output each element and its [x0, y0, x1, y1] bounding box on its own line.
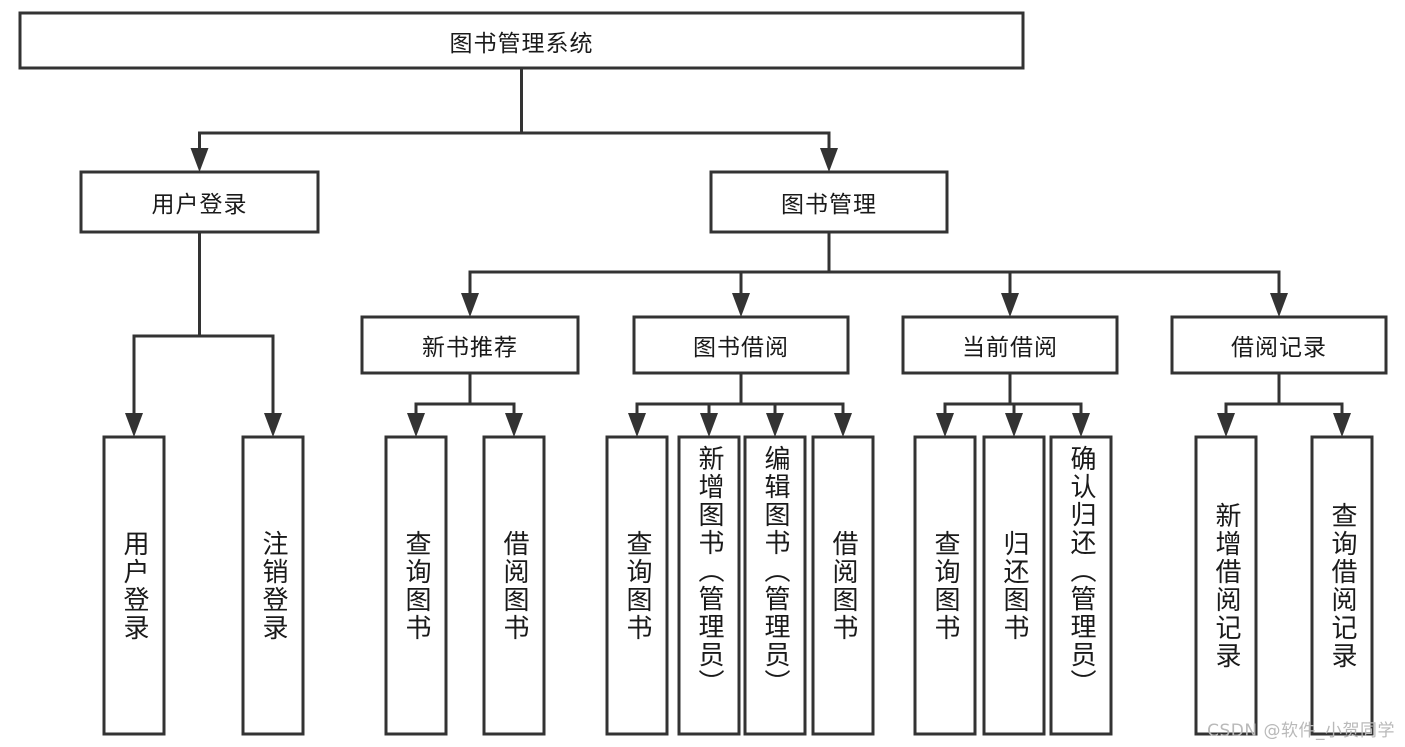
branch-user-login-arrow-1	[264, 413, 282, 437]
branch-user-login-arrow-0	[125, 413, 143, 437]
branch-current-borrow-arrow-2	[1072, 413, 1090, 437]
node-leaf-leaf-user-login[interactable]	[102, 435, 166, 736]
node-root-root[interactable]	[18, 11, 1025, 70]
branch-current-borrow-arrow-0	[936, 413, 954, 437]
branch-book-borrow-arrow-0	[628, 413, 646, 437]
node-leaf-leaf-add-borrow-record[interactable]	[1194, 435, 1258, 736]
node-leaf-leaf-query-book-recommend[interactable]	[384, 435, 448, 736]
node-leaf-leaf-logout-login[interactable]	[241, 435, 305, 736]
node-leaf-leaf-confirm-return-admin[interactable]	[1049, 435, 1113, 736]
node-level2-user-login[interactable]	[79, 170, 320, 234]
branch-borrow-record-arrow-1	[1333, 413, 1351, 437]
branch-book-management-arrow-1	[732, 293, 750, 317]
branch-borrow-record-arrow-0	[1217, 413, 1235, 437]
branch-current-borrow-arrow-1	[1005, 413, 1023, 437]
node-level2-book-management[interactable]	[709, 170, 949, 234]
node-leaf-leaf-borrow-book-recommend[interactable]	[482, 435, 546, 736]
branch-book-borrow-arrow-3	[834, 413, 852, 437]
connector-layer	[125, 66, 1351, 437]
branch-book-management-arrow-3	[1270, 293, 1288, 317]
node-level3-book-borrow[interactable]	[632, 315, 850, 375]
branch-new-book-recommend-arrow-1	[505, 413, 523, 437]
branch-new-book-recommend-arrow-0	[407, 413, 425, 437]
node-leaf-leaf-edit-book-admin[interactable]	[743, 435, 807, 736]
branch-book-management-arrow-2	[1001, 293, 1019, 317]
node-leaf-leaf-query-book-borrow[interactable]	[605, 435, 669, 736]
node-leaf-leaf-query-book-current[interactable]	[913, 435, 977, 736]
branch-root-arrow-1	[820, 148, 838, 172]
node-leaf-leaf-borrow-book[interactable]	[811, 435, 875, 736]
branch-root-arrow-0	[190, 148, 209, 172]
node-leaf-leaf-add-book-admin[interactable]	[677, 435, 741, 736]
branch-book-management-arrow-0	[461, 293, 479, 317]
node-box-layer	[18, 11, 1388, 736]
node-level3-borrow-record[interactable]	[1170, 315, 1388, 375]
node-level3-current-borrow[interactable]	[901, 315, 1119, 375]
node-leaf-leaf-query-borrow-record[interactable]	[1310, 435, 1374, 736]
branch-book-borrow-arrow-2	[766, 413, 784, 437]
node-leaf-leaf-return-book[interactable]	[982, 435, 1046, 736]
node-level3-new-book-recommend[interactable]	[360, 315, 580, 375]
branch-book-borrow-arrow-1	[700, 413, 718, 437]
